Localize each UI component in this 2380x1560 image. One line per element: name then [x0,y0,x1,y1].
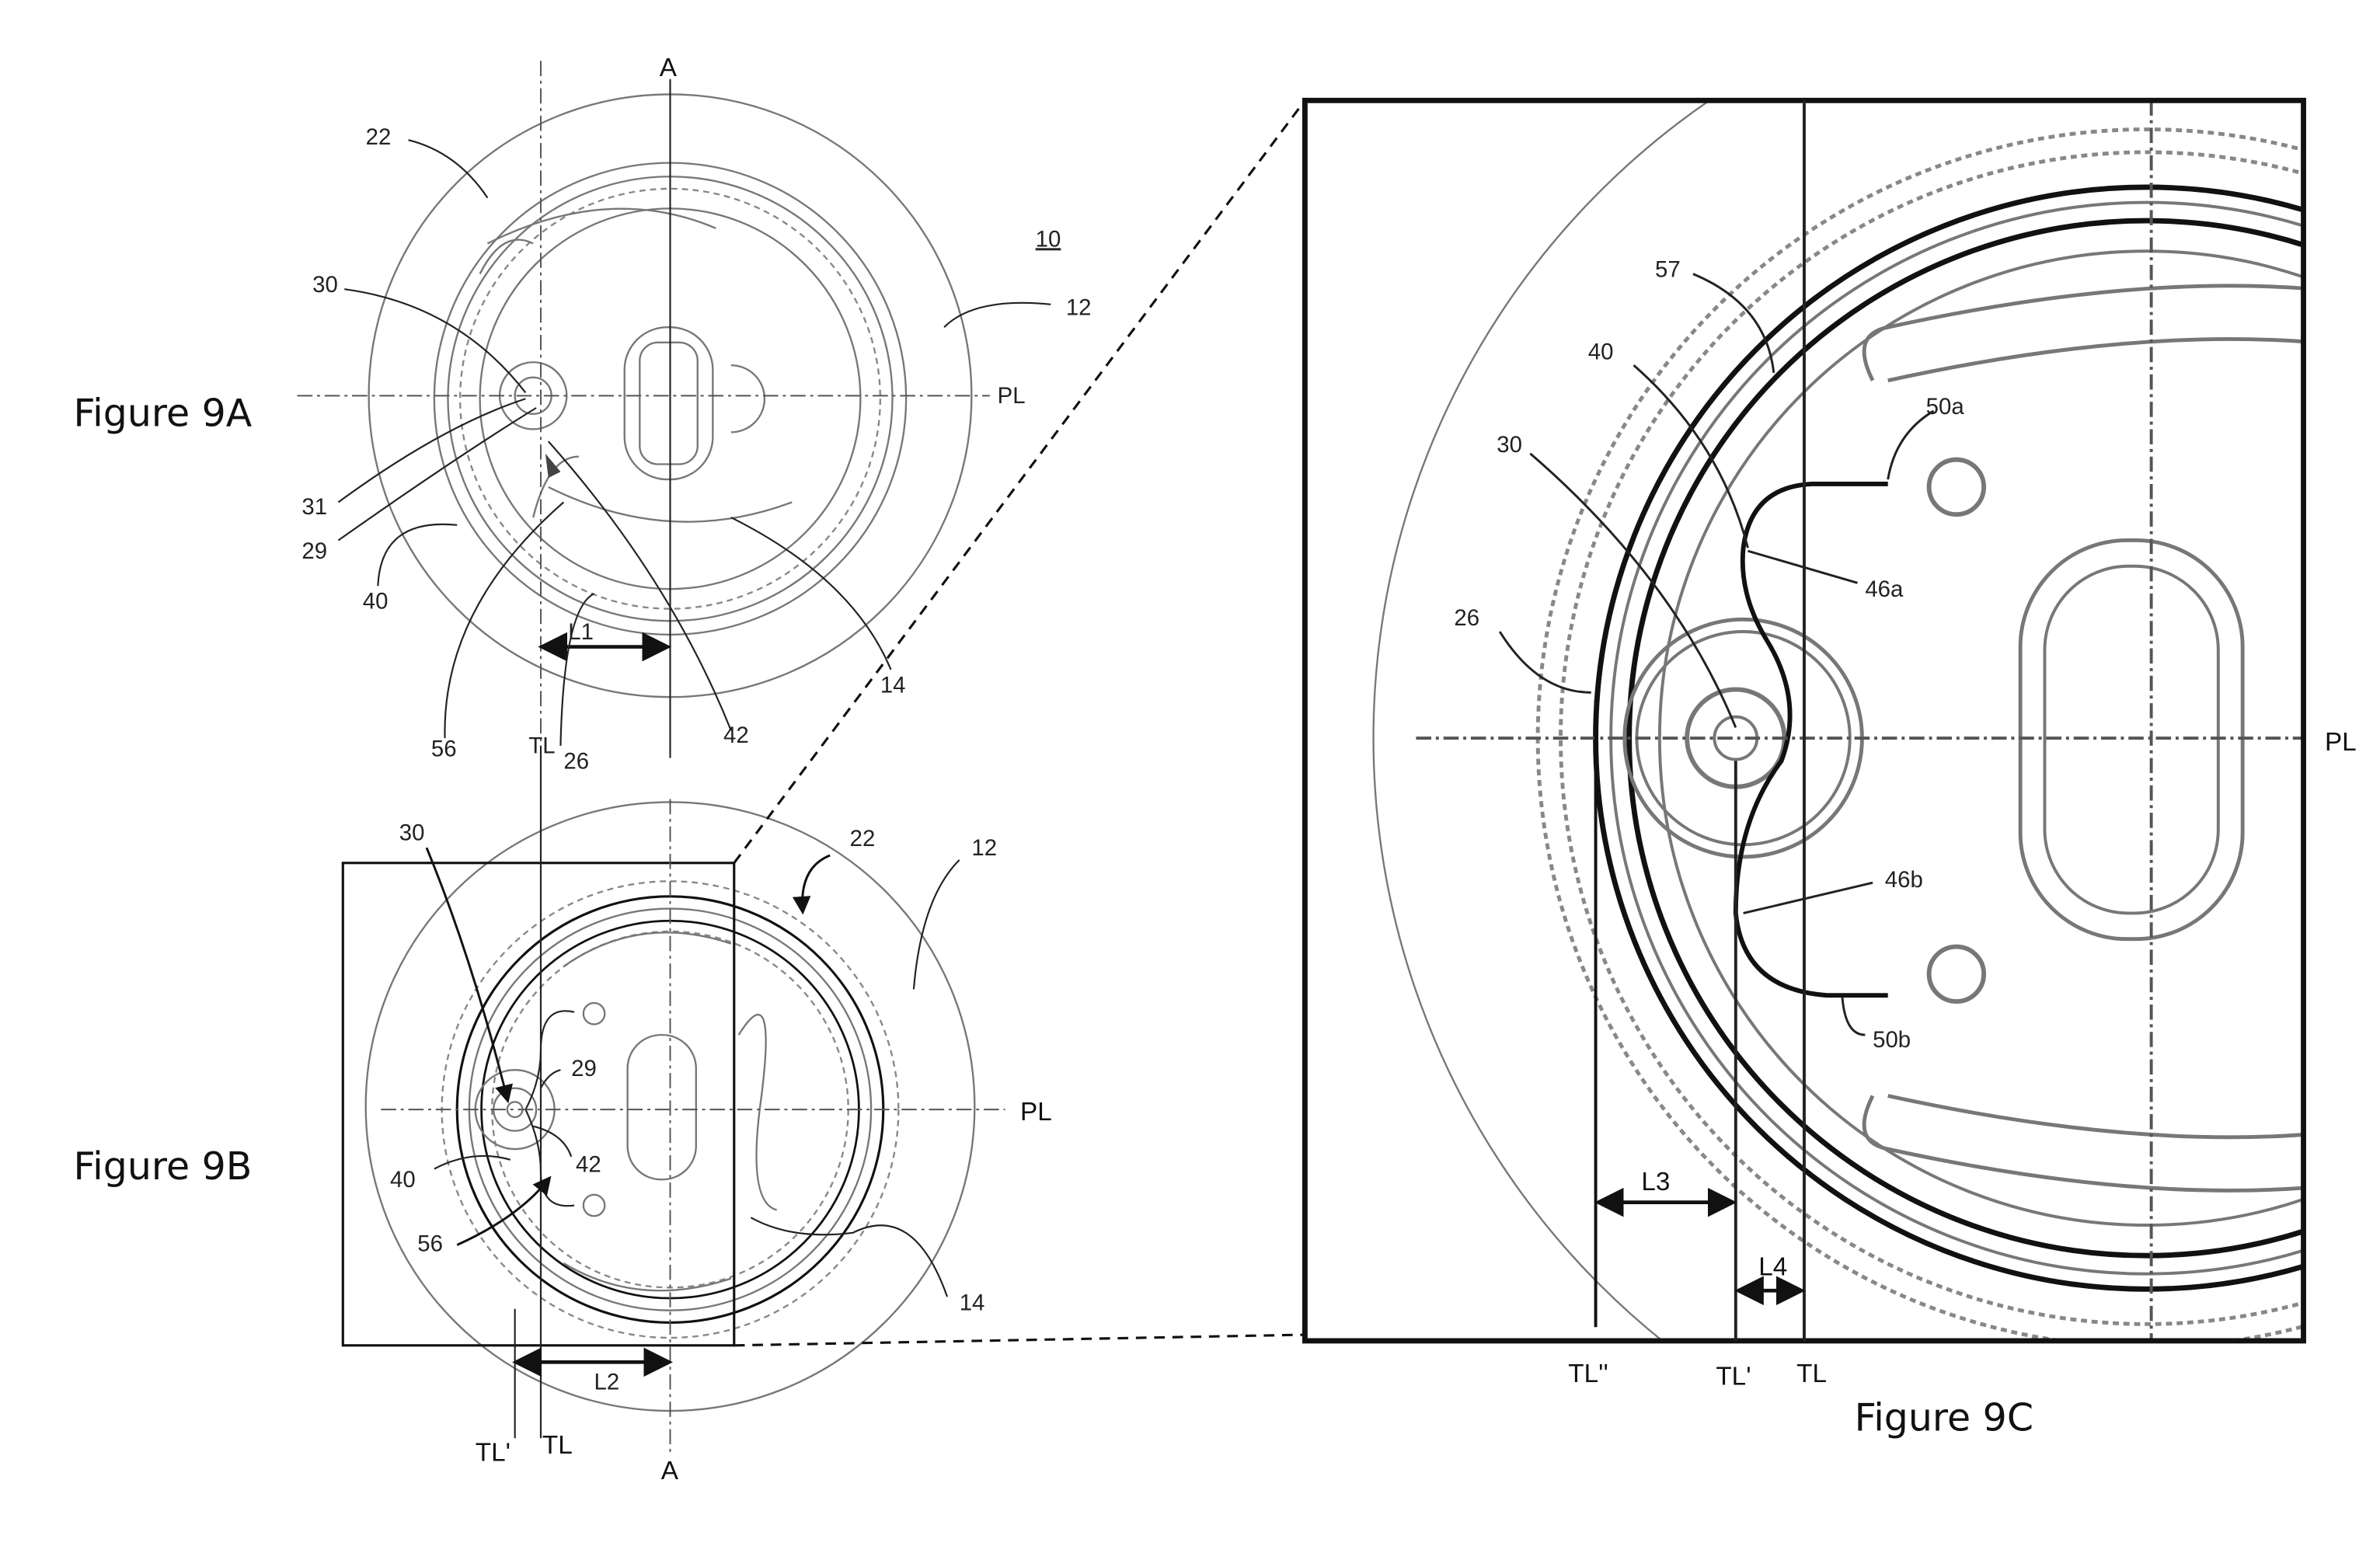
plane-label: PL [998,383,1026,409]
figure-9b-title: Figure 9B [74,1144,253,1189]
dimension-l2: L2 [594,1370,620,1395]
ref-label: 31 [301,494,327,520]
track-label: TL [542,1431,573,1460]
ref-label: 40 [1588,339,1614,364]
ref-label: 26 [1454,605,1479,631]
ref-label: 42 [576,1151,601,1177]
dimension-l3: L3 [1641,1168,1670,1196]
track-label: TL'' [1568,1360,1608,1388]
plane-label: PL [1020,1098,1052,1126]
figure-9a-title: Figure 9A [74,392,253,436]
ref-label: 46a [1865,576,1904,602]
ref-label: 46b [1885,867,1923,893]
figure-9c-title: Figure 9C [1855,1395,2033,1440]
ref-label: 12 [1066,295,1092,321]
axis-a-label: A [660,54,678,82]
zoom-box [341,862,736,1347]
central-slot [623,326,714,481]
ref-label: 26 [563,748,589,774]
track-40 [1733,482,1888,998]
figure-9b: Figure 9B A PL TL' TL L2 30 22 12 29 42 … [74,745,1052,1485]
track-label: TL' [476,1439,510,1468]
ref-label: 50b [1873,1027,1911,1053]
ref-label: 12 [971,835,997,861]
ref-label: 30 [399,820,425,845]
ref-label: 14 [880,672,906,698]
ref-label: 56 [417,1231,443,1256]
central-slot [626,1033,697,1181]
dimension-l1: L1 [568,619,594,645]
ref-label: 22 [850,826,876,851]
ref-label: 42 [723,723,749,748]
zoom-connector-bottom [734,1333,1305,1347]
ref-label: 30 [1497,432,1522,458]
dimension-l4: L4 [1758,1253,1787,1282]
ref-label: 30 [312,272,338,298]
figure-9c: Figure 9C PL TL'' TL' TL L3 L4 57 40 30 … [1302,97,2357,1440]
ref-label: 10 [1036,226,1061,252]
ref-label: 29 [571,1056,597,1081]
ref-label: 40 [363,589,389,615]
ref-label: 40 [390,1167,416,1193]
ref-label: 22 [366,124,392,150]
plane-label: PL [2325,728,2357,757]
track-label: TL [1796,1360,1827,1388]
ref-label: 56 [431,736,457,762]
ref-label: 29 [301,538,327,564]
axis-a-label: A [661,1457,679,1485]
ref-label: 14 [960,1290,985,1316]
ref-label: 57 [1655,257,1681,283]
track-label: TL' [1716,1363,1751,1391]
figure-9a: Figure 9A A PL TL L1 22 30 31 29 40 56 2… [74,54,1092,777]
zoom-connector-top [733,99,1306,864]
track-label: TL [528,733,555,759]
ref-label: 50a [1926,394,1965,420]
